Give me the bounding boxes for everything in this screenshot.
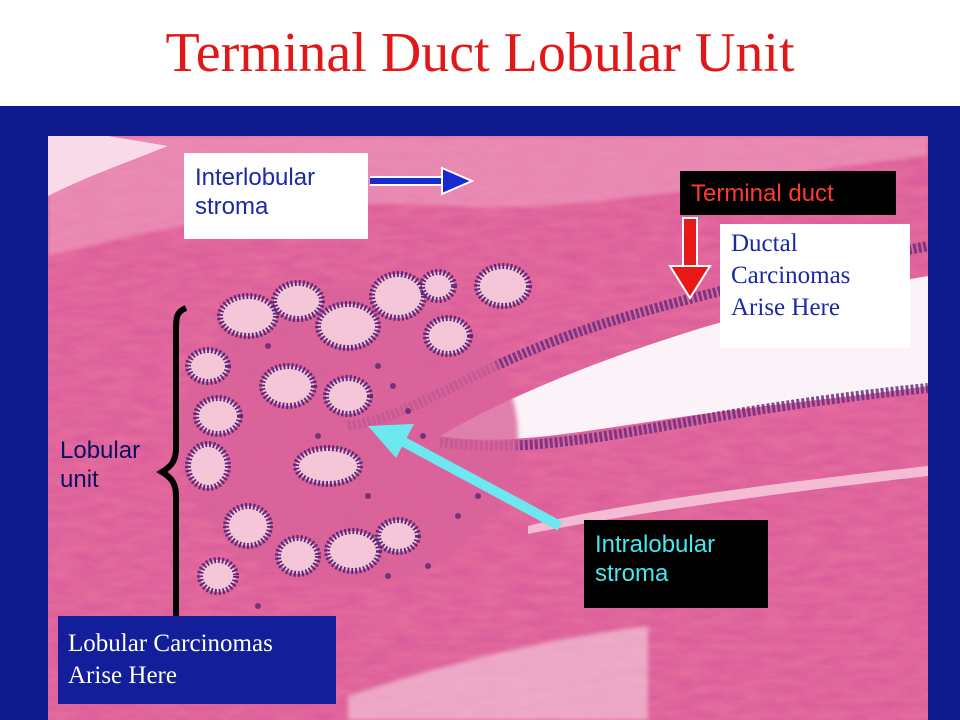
pale-gap-topleft: [48, 136, 168, 196]
lobular-unit-label: Lobular unit: [60, 436, 170, 506]
duct-lining-lower: [439, 383, 928, 451]
slide-title: Terminal Duct Lobular Unit: [165, 22, 795, 84]
ductal-carcinomas-line2: Carcinomas: [731, 262, 851, 289]
terminal-duct-label: Terminal duct: [680, 171, 896, 215]
intralobular-stroma-line1: Intralobular: [595, 531, 716, 558]
intralobular-stroma-label: Intralobular stroma: [584, 520, 768, 608]
ductal-carcinomas-line3: Arise Here: [731, 294, 840, 321]
intralobular-stroma-line2: stroma: [595, 560, 669, 587]
acini-group: [185, 263, 532, 595]
lower-fibrous-band: [348, 626, 648, 720]
lobular-carcinomas-label: Lobular Carcinomas Arise Here: [58, 616, 336, 704]
lobular-carcinomas-line2: Arise Here: [68, 662, 177, 689]
interlobular-stroma-line1: Interlobular: [195, 164, 316, 191]
terminal-duct-text: Terminal duct: [691, 180, 834, 207]
ductal-carcinomas-line1: Ductal: [731, 230, 798, 257]
lower-cleft: [528, 466, 928, 534]
interlobular-stroma-line2: stroma: [195, 193, 269, 220]
ductal-carcinomas-label: Ductal Carcinomas Arise Here: [720, 224, 910, 348]
lobular-unit-line2: unit: [60, 466, 99, 493]
lobular-carcinomas-line1: Lobular Carcinomas: [68, 630, 273, 657]
interlobular-stroma-label: Interlobular stroma: [184, 153, 368, 239]
lobular-unit-line1: Lobular: [60, 437, 141, 464]
